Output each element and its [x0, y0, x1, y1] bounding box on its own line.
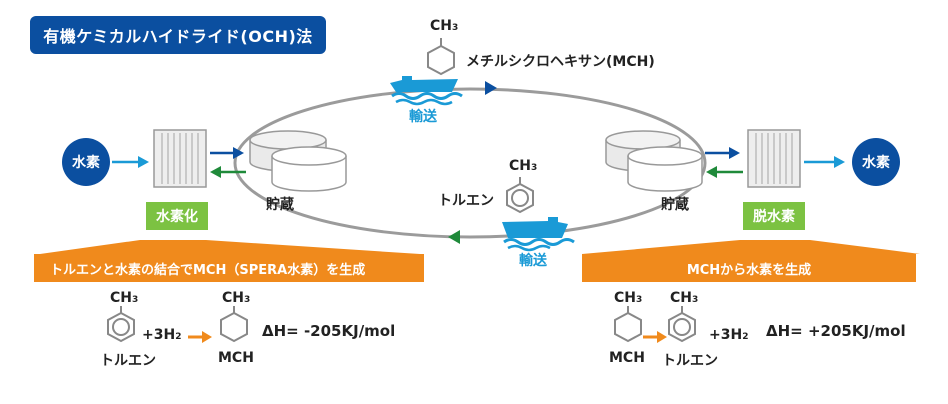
reactor-icon-left — [153, 129, 207, 188]
dehydrogenation-tag: 脱水素 — [743, 202, 805, 230]
panel-heading-right: MCHから水素を生成 — [582, 254, 916, 282]
panel-connector-right — [582, 240, 920, 254]
title-badge: 有機ケミカルハイドライド(OCH)法 — [30, 16, 326, 54]
right-product-ch3: CH3 — [670, 290, 698, 306]
panel-heading-left: トルエンと水素の結合でMCH（SPERA水素）を生成 — [34, 254, 424, 282]
subscript: 3 — [692, 295, 699, 305]
benzene-icon-mid — [506, 177, 534, 214]
ch-text: CH — [614, 290, 636, 306]
arrow-reactor-to-h2-right-icon — [804, 156, 845, 168]
transport-cycle — [233, 87, 707, 239]
reactor-icon-right — [747, 129, 801, 188]
cyclohexane-icon-left-panel — [220, 306, 248, 343]
left-reactant-name: トルエン — [100, 353, 156, 369]
storage-label-left: 貯蔵 — [266, 197, 294, 213]
right-plus-h2: +3H2 — [709, 327, 748, 343]
cycle-arrow-right-icon — [485, 81, 497, 95]
right-reactant-ch3: CH3 — [614, 290, 642, 306]
ch-text: CH — [509, 158, 531, 174]
plus-h-text: +3H — [142, 327, 176, 343]
ch-text: CH — [670, 290, 692, 306]
panel-connector-left — [40, 240, 420, 254]
arrow-reactor-to-storage-right-icon — [706, 166, 743, 178]
top-molecule-ch3: CH3 — [430, 18, 458, 34]
cyclohexane-icon-top — [427, 38, 455, 76]
right-reactant-name: MCH — [609, 350, 645, 366]
ship-icon-top — [390, 76, 463, 106]
cyclohexane-icon-right-panel — [614, 306, 642, 343]
arrow-storage-to-reactor-right-icon — [705, 147, 740, 159]
storage-tank-icon-left — [249, 130, 347, 192]
arrow-reaction-left-icon — [188, 331, 212, 343]
left-product-ch3: CH3 — [222, 290, 250, 306]
subscript: 3 — [636, 295, 643, 305]
subscript: 2 — [175, 332, 182, 342]
left-plus-h2: +3H2 — [142, 327, 181, 343]
ch-text: CH — [430, 18, 452, 34]
hydrogen-circle-left: 水素 — [62, 138, 110, 186]
subscript: 3 — [132, 295, 139, 305]
cycle-arrow-left-icon — [448, 230, 460, 244]
arrow-h2-to-reactor-left-icon — [112, 156, 149, 168]
subscript: 3 — [531, 163, 538, 173]
benzene-icon-left-panel — [107, 306, 135, 343]
left-reactant-ch3: CH3 — [110, 290, 138, 306]
right-product-name: トルエン — [662, 353, 718, 369]
hydrogenation-tag: 水素化 — [146, 202, 208, 230]
right-enthalpy: ΔH= +205KJ/mol — [766, 322, 906, 340]
benzene-icon-right-panel — [668, 306, 696, 343]
subscript: 3 — [452, 23, 459, 33]
plus-h-text: +3H — [709, 327, 743, 343]
subscript: 3 — [244, 295, 251, 305]
arrow-reaction-right-icon — [643, 331, 667, 343]
storage-tank-icon-right — [605, 130, 703, 192]
mid-molecule-name: トルエン — [438, 193, 494, 209]
storage-label-right: 貯蔵 — [661, 197, 689, 213]
subscript: 2 — [742, 332, 749, 342]
left-enthalpy: ΔH= -205KJ/mol — [262, 322, 396, 340]
transport-label-top: 輸送 — [409, 109, 437, 125]
transport-label-bottom: 輸送 — [519, 253, 547, 269]
left-product-name: MCH — [218, 350, 254, 366]
ch-text: CH — [110, 290, 132, 306]
arrow-reactor-to-storage-left-icon — [210, 147, 244, 159]
top-molecule-name: メチルシクロヘキサン(MCH) — [466, 54, 655, 70]
hydrogen-circle-right: 水素 — [852, 138, 900, 186]
mid-molecule-ch3: CH3 — [509, 158, 537, 174]
arrow-storage-to-reactor-left-icon — [210, 166, 246, 178]
ch-text: CH — [222, 290, 244, 306]
ship-icon-bottom — [502, 217, 575, 252]
